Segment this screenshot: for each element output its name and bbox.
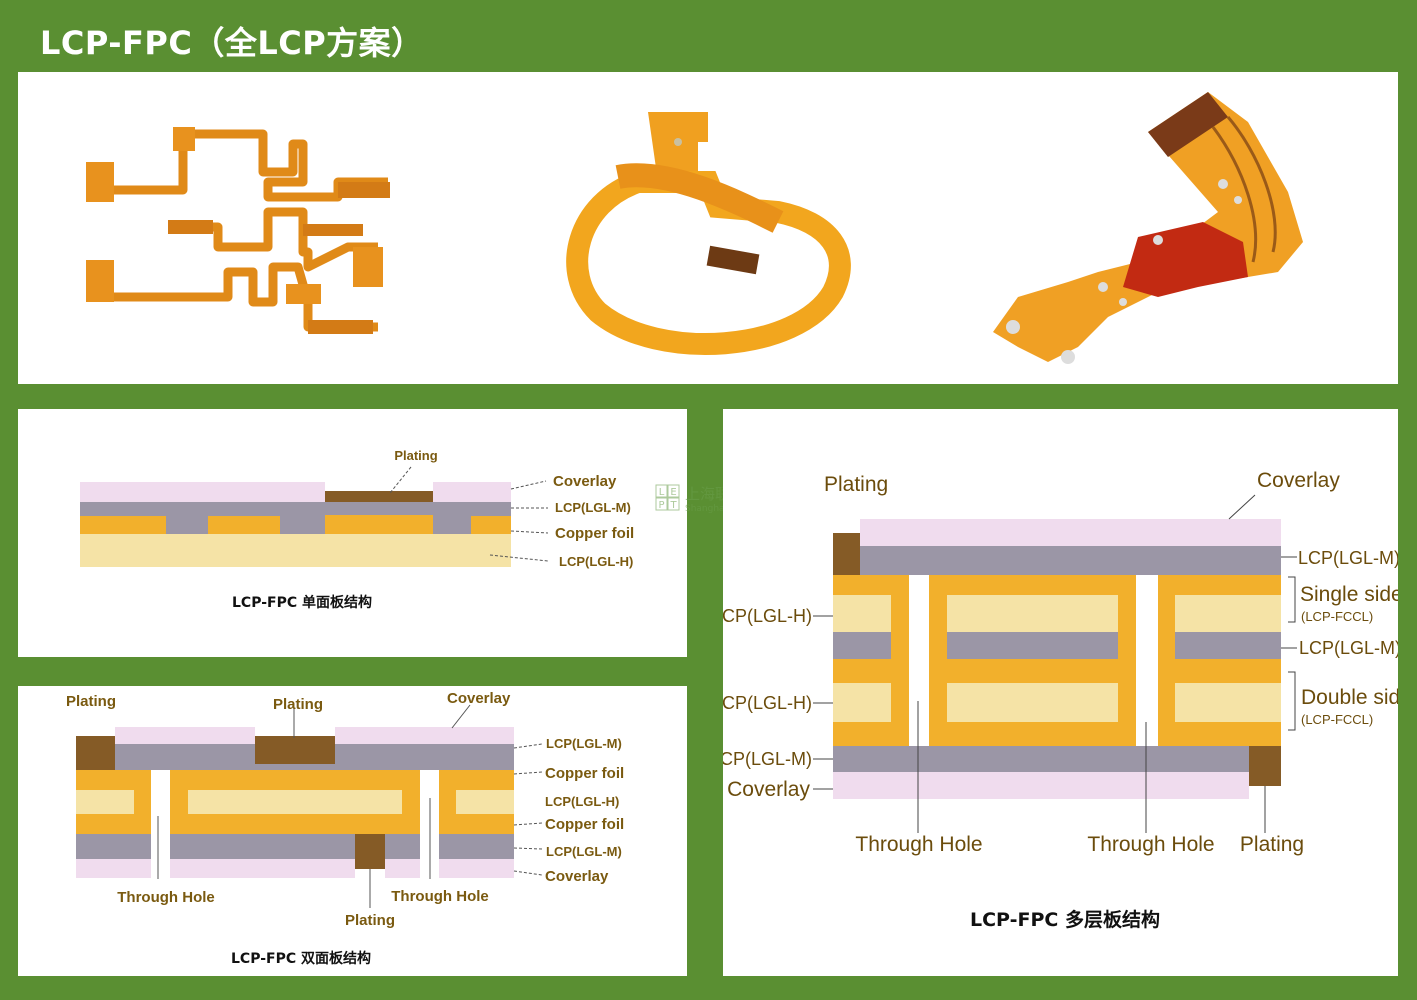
label-plating-mid: Plating [273, 696, 323, 713]
lcp-m-layer [335, 744, 514, 770]
label-single-side: Single side [1300, 583, 1398, 606]
label-double-side-sub: (LCP-FCCL) [1301, 712, 1373, 727]
svg-text:P: P [658, 500, 664, 511]
single-sided-cross-section [80, 482, 511, 567]
lcp-m-layer [947, 632, 1118, 659]
coverlay-layer [860, 519, 1281, 546]
lcp-h-layer [947, 595, 1118, 632]
lcp-m-layer [833, 746, 1281, 772]
fpc-photo-ribbon [566, 112, 851, 355]
label-coverlay-bottom: Coverlay [545, 868, 609, 885]
coverlay-layer [335, 727, 514, 744]
label-plating-left: Plating [66, 693, 116, 710]
multilayer-cross-section [833, 519, 1281, 799]
svg-text:T: T [669, 500, 677, 511]
fpc-photo-zigzag [86, 127, 390, 334]
lcp-m-layer [115, 744, 255, 770]
label-single-side-sub: (LCP-FCCL) [1301, 609, 1373, 624]
label-lcp-m-1: LCP(LGL-M) [1298, 548, 1398, 568]
plating-layer [255, 736, 335, 764]
label-copper-foil: Copper foil [555, 525, 634, 542]
label-coverlay-top: Coverlay [1257, 469, 1340, 492]
label-coverlay-left: Coverlay [727, 778, 810, 801]
lcp-m-layer [76, 834, 151, 859]
single-sided-structure-panel: Plating Coverlay LCP(LGL-M) Copper foil … [18, 409, 687, 657]
lcp-h-layer [80, 534, 511, 567]
label-coverlay: Coverlay [553, 473, 617, 490]
label-lcp-m-left: LCP(LGL-M) [723, 749, 812, 769]
lcp-m-layer [80, 502, 511, 516]
label-lcp-h-1: LCP(LGL-H) [723, 606, 812, 626]
plating-layer [76, 736, 115, 770]
plating-layer [355, 834, 385, 869]
label-through-hole-1: Through Hole [855, 833, 982, 856]
fpc-photo-multilayer [993, 92, 1303, 364]
label-coverlay-top: Coverlay [447, 690, 511, 707]
label-plating: Plating [394, 448, 437, 463]
lcp-m-layer [833, 632, 891, 659]
label-double-side: Double side [1301, 686, 1398, 709]
label-lcp-m-bottom: LCP(LGL-M) [546, 844, 622, 859]
label-plating-bottom: Plating [1240, 833, 1304, 856]
lcp-h-layer [188, 790, 402, 814]
lcp-h-layer [456, 790, 514, 814]
multilayer-structure-panel: Plating Coverlay LCP(LGL-M) Single side … [723, 409, 1398, 976]
copper-foil-segment [471, 516, 511, 534]
svg-text:L: L [659, 487, 665, 498]
coverlay-layer [385, 859, 420, 878]
lcp-m-layer [439, 834, 514, 859]
label-lcp-m-2: LCP(LGL-M) [1299, 638, 1398, 658]
double-sided-cross-section [76, 727, 514, 878]
lcp-m-layer [860, 546, 1281, 575]
svg-text:E: E [670, 487, 676, 498]
copper-foil-segment [208, 516, 280, 534]
coverlay-layer [76, 859, 151, 878]
page-title: LCP-FPC（全LCP方案） [40, 24, 424, 62]
label-copper-foil-bottom: Copper foil [545, 816, 624, 833]
multilayer-caption: LCP-FPC 多层板结构 [970, 908, 1160, 931]
lcp-h-layer [833, 595, 891, 632]
label-lcp-m-top: LCP(LGL-M) [546, 736, 622, 751]
lcp-h-layer [1175, 595, 1281, 632]
coverlay-layer [170, 859, 355, 878]
product-photo-panel [18, 72, 1398, 384]
label-plating-bottom: Plating [345, 912, 395, 929]
label-lcp-h-2: LCP(LGL-H) [723, 693, 812, 713]
double-sided-caption: LCP-FPC 双面板结构 [231, 950, 371, 967]
label-lcp-h: LCP(LGL-H) [545, 794, 619, 809]
plating-layer [1249, 746, 1281, 786]
coverlay-layer [433, 482, 511, 502]
label-lcp-m: LCP(LGL-M) [555, 500, 631, 515]
label-through-hole-2: Through Hole [1087, 833, 1214, 856]
label-lcp-h: LCP(LGL-H) [559, 554, 633, 569]
lcp-h-layer [1175, 683, 1281, 722]
label-through-hole-right: Through Hole [391, 888, 489, 905]
coverlay-layer [439, 859, 514, 878]
label-through-hole-left: Through Hole [117, 889, 215, 906]
coverlay-layer [833, 772, 1249, 799]
lcp-m-layer [255, 764, 335, 770]
lcp-m-layer [1175, 632, 1281, 659]
label-plating-top: Plating [824, 473, 888, 496]
svg-text:Shanghai Legion: Shanghai Legion [685, 504, 760, 514]
lcp-h-layer [76, 790, 134, 814]
label-copper-foil-top: Copper foil [545, 765, 624, 782]
lcp-h-layer [947, 683, 1118, 722]
coverlay-layer [115, 727, 255, 744]
lcp-h-layer [833, 683, 891, 722]
coverlay-layer [80, 482, 325, 502]
plating-layer [833, 533, 860, 575]
copper-foil-segment [325, 515, 433, 534]
single-sided-caption: LCP-FPC 单面板结构 [232, 594, 372, 611]
double-sided-structure-panel: Plating Plating Coverlay LCP(LGL-M) Copp… [18, 686, 687, 976]
copper-foil-segment [80, 516, 166, 534]
